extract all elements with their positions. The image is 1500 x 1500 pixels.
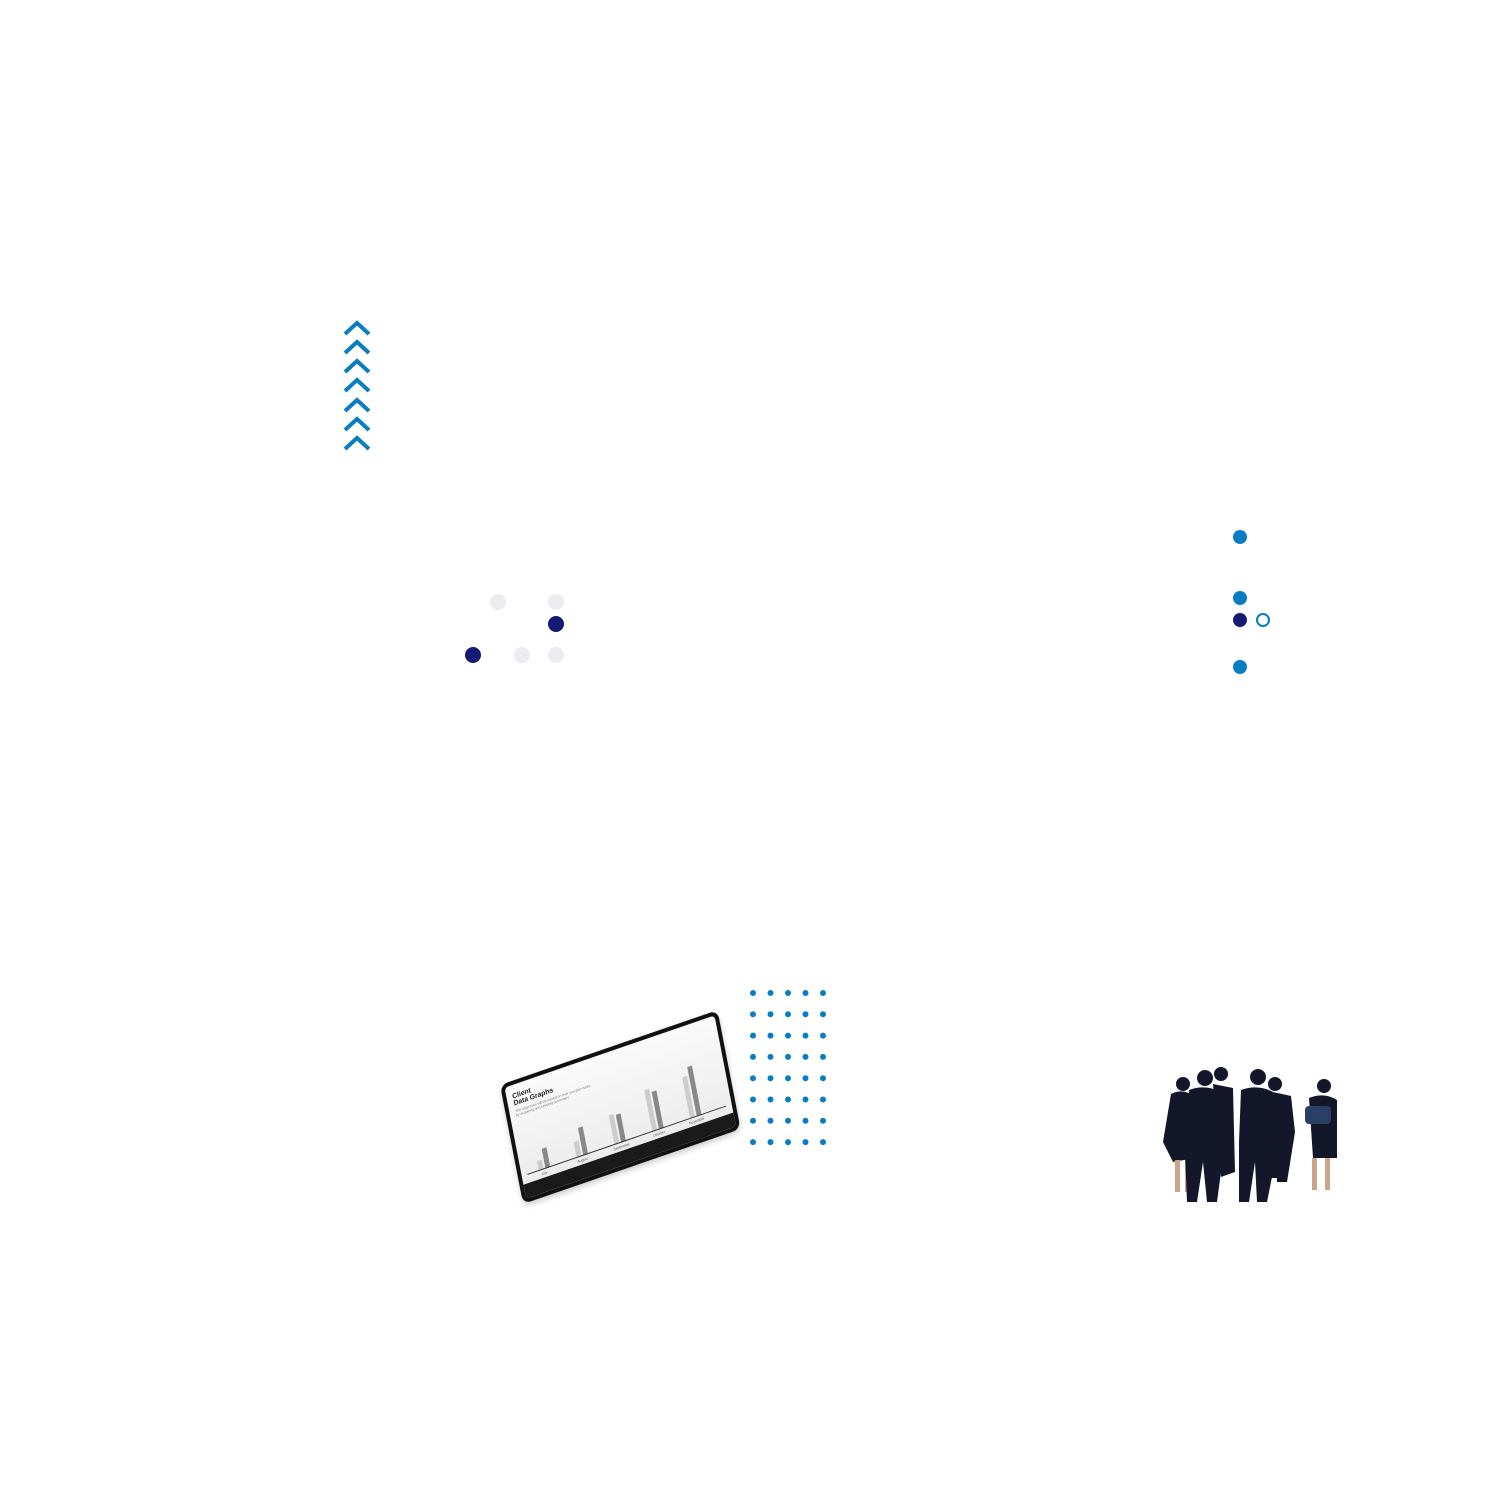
tablet-bezel [523,1112,737,1199]
grid-dot [785,990,791,996]
grid-dot [767,1117,774,1124]
grid-dot [750,1117,756,1124]
grid-dot [785,1011,791,1018]
grid-dot [767,1139,774,1146]
grid-dot [802,1139,809,1146]
grid-dot [767,990,774,996]
chevron-up-icon [343,320,371,336]
decor-dot [1233,591,1247,605]
grid-dot [820,1011,826,1018]
decor-dot [548,594,564,610]
grid-dot [750,1032,756,1039]
grid-dot [767,1032,774,1039]
grid-dot [750,990,756,996]
grid-dot [802,1053,809,1060]
business-people-image [1163,1067,1337,1202]
decor-dot [1233,660,1247,674]
grid-dot [820,1053,826,1060]
decor-dot [548,647,564,663]
chart-axis [527,1105,727,1175]
decor-dot [514,647,530,663]
grid-dot [785,1117,791,1124]
grid-dot [802,1117,809,1124]
grid-dot [802,1096,809,1103]
grid-dot [802,1075,809,1082]
grid-dot [750,1096,756,1103]
grid-dot [820,1075,826,1082]
grid-dot [750,1011,756,1018]
grid-dot [820,990,826,996]
grid-dot [767,1011,774,1018]
grid-dot [820,1096,826,1103]
grid-dot [785,1096,791,1103]
chevron-up-icon [343,397,371,413]
decor-dot [490,594,506,610]
decor-dot [1233,613,1247,627]
grid-dot [802,990,809,996]
chevron-up-icon [343,435,371,451]
decor-ring [1256,613,1270,627]
grid-dot [750,1053,756,1060]
dot-grid [750,990,826,1146]
chevron-up-icon [343,416,371,432]
chevron-up-icon [343,339,371,355]
grid-dot [802,1011,809,1018]
grid-dot [767,1096,774,1103]
grid-dot [785,1139,791,1146]
grid-dot [820,1032,826,1039]
grid-dot [767,1075,774,1082]
grid-dot [767,1053,774,1060]
chevron-up-icon [343,377,371,393]
grid-dot [820,1139,826,1146]
decor-dot [465,647,481,663]
grid-dot [802,1032,809,1039]
grid-dot [785,1053,791,1060]
grid-dot [820,1117,826,1124]
decor-dot [1233,530,1247,544]
grid-dot [750,1139,756,1146]
decor-dot [548,616,564,632]
chevron-up-icon [343,358,371,374]
grid-dot [785,1032,791,1039]
grid-dot [785,1075,791,1082]
grid-dot [750,1075,756,1082]
